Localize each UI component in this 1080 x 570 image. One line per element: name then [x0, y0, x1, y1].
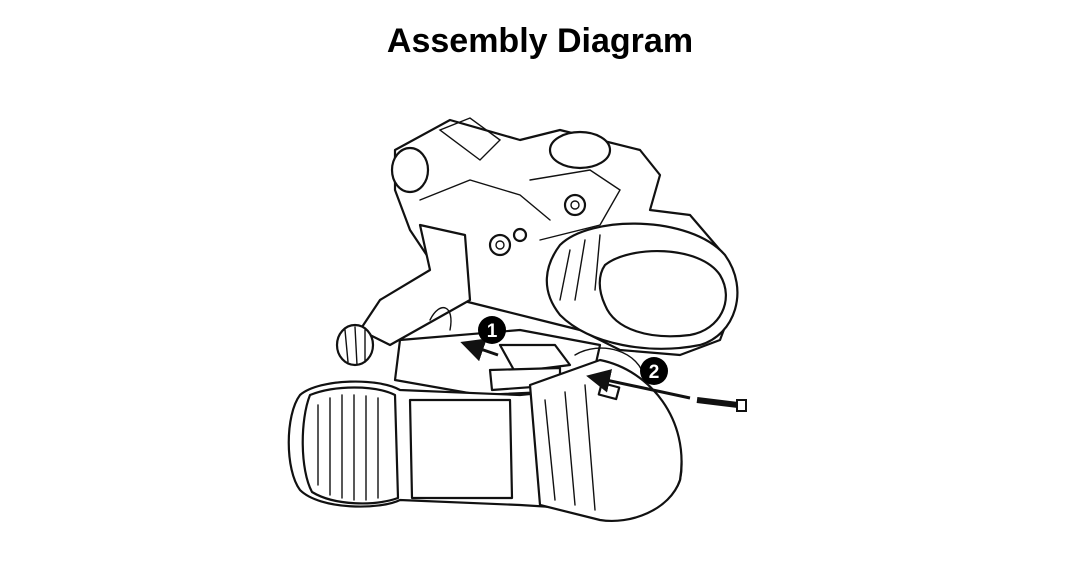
- diagram-title: Assembly Diagram: [386, 22, 694, 60]
- adjustment-arm: [335, 223, 472, 367]
- screw: [696, 397, 747, 412]
- lower-monocular: [287, 347, 683, 522]
- callout-1-number: 1: [487, 321, 498, 342]
- callout-1: 1: [478, 316, 506, 344]
- arrow-2: [586, 369, 691, 400]
- callout-2-number: 2: [649, 362, 660, 383]
- right-eyepiece: [545, 222, 739, 350]
- callout-2: 2: [640, 357, 668, 385]
- arrow-1: [460, 338, 499, 362]
